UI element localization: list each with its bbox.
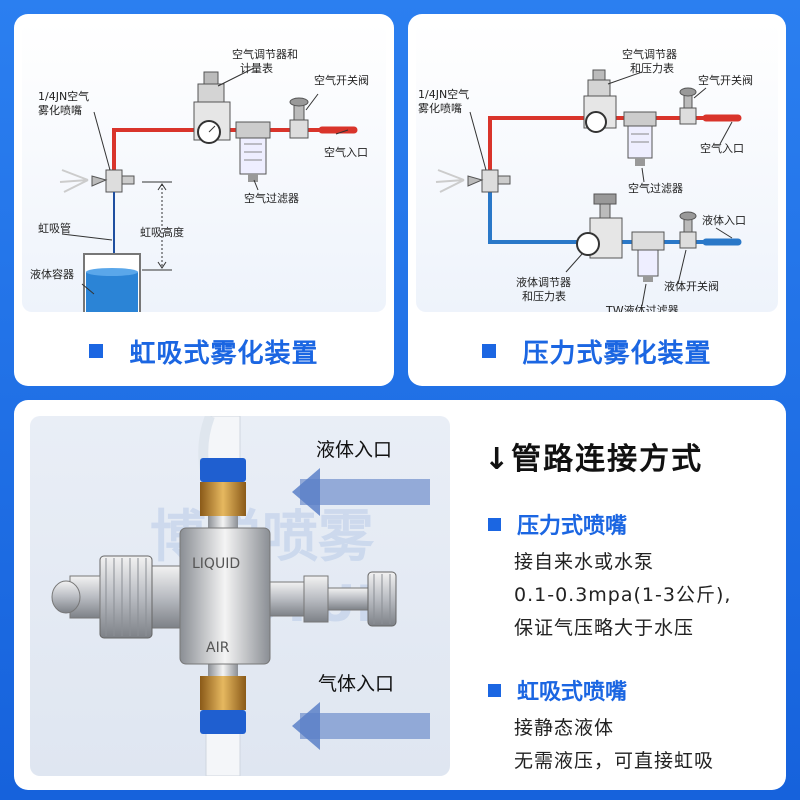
label-air-valve: 空气开关阀 (314, 73, 369, 87)
label-regulator-2: 和压力表 (630, 61, 674, 75)
label-liquid-valve: 液体开关阀 (664, 279, 719, 293)
body-mark-air: AIR (206, 640, 230, 656)
pressure-diagram: 1/4JN空气 雾化喷嘴 空气调节器 和压力表 空气开关阀 空气入口 空气过滤器… (416, 22, 778, 317)
pressure-panel: 1/4JN空气 雾化喷嘴 空气调节器 和压力表 空气开关阀 空气入口 空气过滤器… (408, 14, 786, 386)
pressure-line-1: 接自来水或水泵 (514, 551, 655, 573)
label-nozzle-2: 雾化喷嘴 (38, 103, 82, 117)
label-air-filter: 空气过滤器 (244, 191, 299, 205)
bullet-square-icon (89, 344, 104, 358)
label-container: 液体容器 (30, 267, 74, 281)
label-siphon-tube: 虹吸管 (38, 221, 71, 235)
arrow-left-icon (292, 702, 320, 750)
bullet-square-icon (488, 683, 501, 697)
siphon-caption-text: 虹吸式雾化装置 (129, 338, 319, 369)
pressure-description: 接自来水或水泵 0.1-0.3mpa(1-3公斤), 保证气压略大于水压 (514, 546, 731, 645)
label-nozzle-2: 雾化喷嘴 (418, 101, 462, 115)
arrow-left-icon (292, 468, 320, 516)
label-nozzle-1: 1/4JN空气 (38, 89, 89, 103)
siphon-heading-text: 虹吸式喷嘴 (517, 680, 628, 705)
siphon-line-1: 接静态液体 (514, 717, 615, 739)
pressure-line-3: 保证气压略大于水压 (514, 617, 695, 639)
nozzle-photo-svg: 博悦喷雾 BOYUE LIQUID AIR (51, 414, 430, 777)
label-regulator-2: 计量表 (240, 61, 273, 75)
siphon-caption: 虹吸式雾化装置 (14, 316, 394, 386)
label-regulator-1: 空气调节器和 (232, 47, 298, 61)
label-siphon-height: 虹吸高度 (140, 225, 184, 239)
label-air-inlet: 空气入口 (324, 145, 368, 159)
pressure-heading: 压力式喷嘴 (488, 508, 627, 540)
label-air-valve: 空气开关阀 (698, 73, 753, 87)
label-air-inlet: 空气入口 (700, 141, 744, 155)
label-liquid-inlet: 液体入口 (702, 213, 746, 227)
label-air-filter: 空气过滤器 (628, 181, 683, 195)
siphon-heading: 虹吸式喷嘴 (488, 674, 627, 706)
connection-title: ↓管路连接方式 (484, 442, 704, 477)
label-liquid-regulator-2: 和压力表 (522, 289, 566, 303)
label-liquid-regulator-1: 液体调节器 (516, 275, 571, 289)
label-liquid-filter: TW液体过滤器 (605, 303, 679, 312)
label-nozzle-1: 1/4JN空气 (418, 87, 469, 101)
connection-panel: 博悦喷雾 BOYUE LIQUID AIR (14, 400, 786, 790)
pressure-line-2: 0.1-0.3mpa(1-3公斤), (514, 584, 732, 606)
photo-gas-inlet: 气体入口 (318, 673, 394, 695)
photo-liquid-inlet: 液体入口 (316, 439, 392, 461)
pressure-caption-text: 压力式雾化装置 (522, 338, 712, 369)
pressure-diagram-svg: 1/4JN空气 雾化喷嘴 空气调节器 和压力表 空气开关阀 空气入口 空气过滤器… (418, 47, 753, 317)
bullet-square-icon (488, 517, 501, 531)
siphon-line-2: 无需液压，可直接虹吸 (514, 750, 715, 772)
pressure-caption: 压力式雾化装置 (408, 316, 786, 386)
siphon-diagram-svg: 1/4JN空气 雾化喷嘴 空气调节器和 计量表 空气开关阀 空气入口 空气过滤器… (30, 47, 369, 315)
siphon-diagram: 1/4JN空气 雾化喷嘴 空气调节器和 计量表 空气开关阀 空气入口 空气过滤器… (22, 22, 386, 315)
siphon-panel: 1/4JN空气 雾化喷嘴 空气调节器和 计量表 空气开关阀 空气入口 空气过滤器… (14, 14, 394, 386)
label-regulator-1: 空气调节器 (622, 47, 677, 61)
siphon-description: 接静态液体 无需液压，可直接虹吸 (514, 712, 714, 778)
pressure-heading-text: 压力式喷嘴 (517, 514, 628, 539)
bullet-square-icon (482, 344, 497, 358)
body-mark-liquid: LIQUID (192, 556, 240, 572)
nozzle-photo: 博悦喷雾 BOYUE LIQUID AIR (30, 414, 450, 777)
